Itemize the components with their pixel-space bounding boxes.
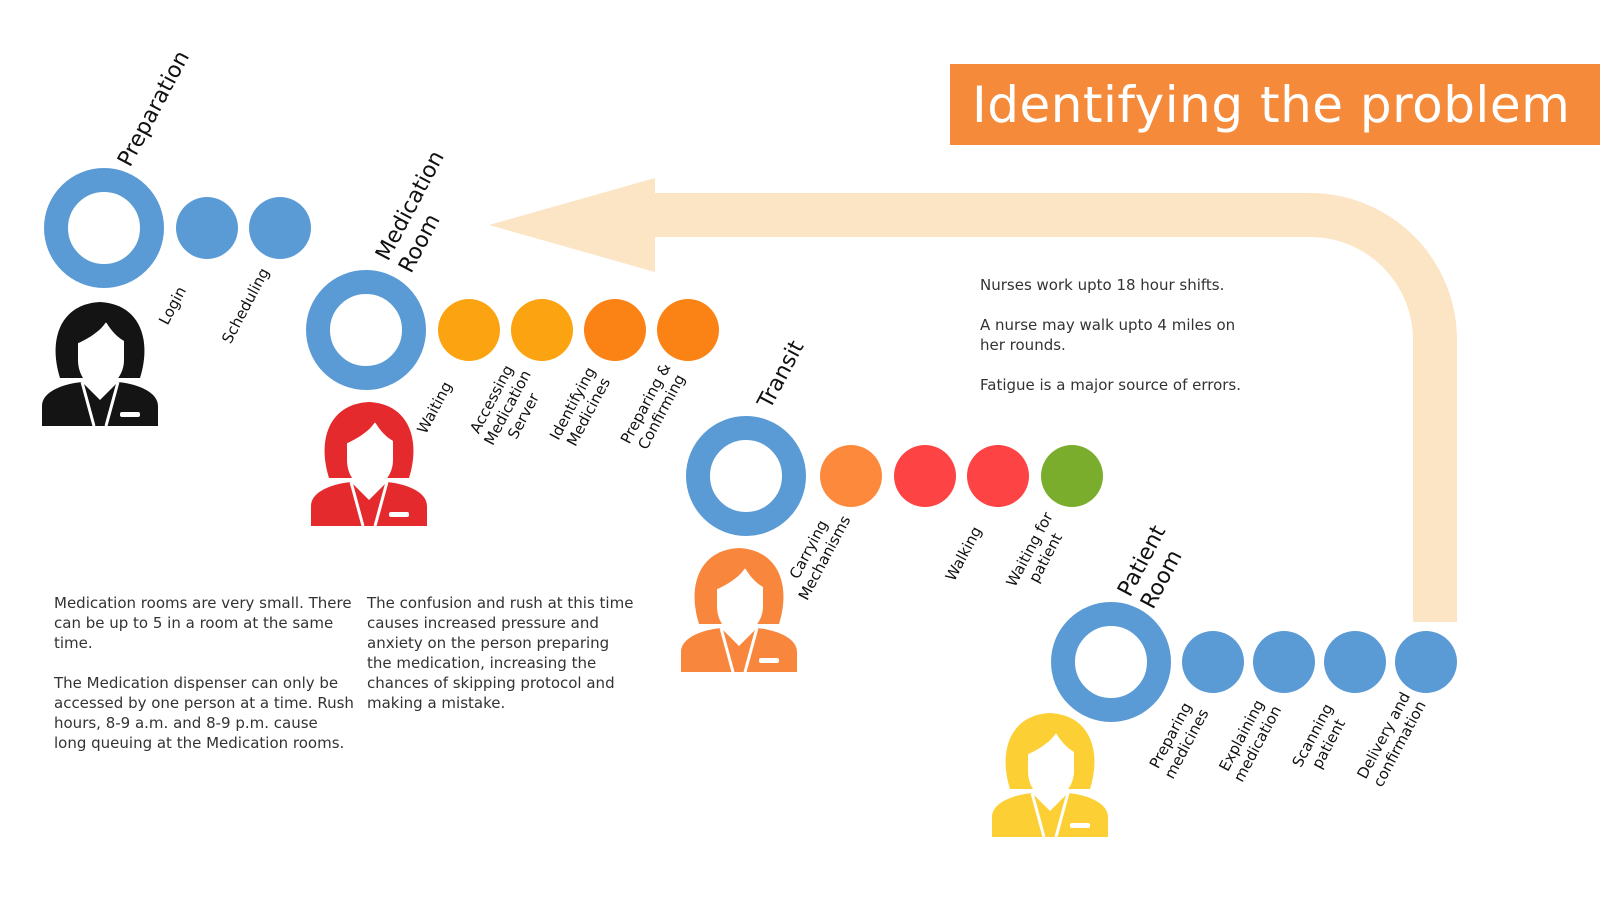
person-fringe — [1026, 726, 1076, 755]
female-user-icon — [681, 548, 797, 673]
step-circle — [820, 445, 882, 507]
step-circle — [1395, 631, 1457, 693]
stage-label: Transit — [753, 336, 810, 413]
stage-label: PatientRoom — [1113, 521, 1194, 613]
step-circle — [176, 197, 238, 259]
step-circle — [249, 197, 311, 259]
stage-label: Preparation — [113, 47, 195, 171]
step-circle — [511, 299, 573, 361]
page-title: Identifying the problem — [950, 64, 1600, 145]
female-user-icon — [311, 402, 427, 527]
note-middle-1: The confusion and rush at this time caus… — [367, 594, 634, 712]
person-lapel — [349, 481, 389, 527]
stage-label-line: Transit — [753, 336, 810, 413]
female-user-icon — [42, 302, 158, 427]
feedback-arrow — [655, 193, 1457, 622]
stage-ring — [686, 416, 806, 536]
note-left: Medication rooms are very small. There c… — [54, 593, 354, 773]
note-left-2: The Medication dispenser can only be acc… — [54, 674, 354, 752]
step-circle — [1324, 631, 1386, 693]
person-body — [311, 482, 427, 526]
note-right-3: Fatigue is a major source of errors. — [980, 376, 1242, 394]
stage-label: MedicationRoom — [371, 147, 473, 277]
step-label: IdentifyingMedicines — [546, 364, 615, 451]
person-lapel — [1030, 792, 1070, 838]
person-badge — [389, 512, 409, 517]
note-left-1: Medication rooms are very small. There c… — [54, 594, 352, 652]
person-body — [992, 793, 1108, 837]
step-label-line: Login — [155, 284, 190, 328]
note-middle: The confusion and rush at this time caus… — [367, 593, 637, 733]
person-body — [42, 382, 158, 426]
step-label: Waiting forpatient — [1003, 508, 1074, 598]
person-badge — [120, 412, 140, 417]
step-label: AccessingMedicationServer — [464, 359, 550, 457]
person-fringe — [715, 561, 765, 590]
step-label: Login — [155, 284, 190, 328]
stage-ring — [44, 168, 164, 288]
stage-ring — [306, 270, 426, 390]
step-circle — [1182, 631, 1244, 693]
step-label: Waiting — [413, 379, 455, 437]
person-lapel — [719, 627, 759, 673]
step-label-line: Walking — [942, 523, 986, 584]
stage-label-line: Preparation — [113, 47, 195, 171]
stage-ring — [1051, 602, 1171, 722]
step-label: Explainingmedication — [1214, 694, 1285, 785]
step-circle — [967, 445, 1029, 507]
person-face — [347, 422, 393, 488]
step-circle — [1253, 631, 1315, 693]
person-face — [1028, 733, 1074, 799]
person-face — [717, 568, 763, 634]
person-badge — [1070, 823, 1090, 828]
person-lapel — [80, 381, 120, 427]
step-circle — [657, 299, 719, 361]
step-circle — [1041, 445, 1103, 507]
step-circle — [438, 299, 500, 361]
person-face — [78, 322, 124, 388]
female-user-icon — [992, 713, 1108, 838]
step-circle — [584, 299, 646, 361]
feedback-arrow-head — [489, 178, 655, 272]
step-label: Preparingmedicines — [1145, 697, 1213, 782]
step-label: Preparing &Confirming — [617, 360, 690, 455]
step-label-line: Scheduling — [218, 265, 273, 347]
person-fringe — [345, 415, 395, 444]
step-label-line: Waiting — [413, 379, 455, 437]
note-right: Nurses work upto 18 hour shifts. A nurse… — [980, 275, 1250, 415]
step-circle — [894, 445, 956, 507]
step-label: Delivery andconfirmation — [1353, 689, 1430, 790]
person-fringe — [76, 315, 126, 344]
person-body — [681, 628, 797, 672]
step-label: Walking — [942, 523, 986, 584]
note-right-1: Nurses work upto 18 hour shifts. — [980, 276, 1225, 294]
person-badge — [759, 658, 779, 663]
note-right-2: A nurse may walk upto 4 miles on her rou… — [980, 316, 1236, 354]
step-label: CarryingMechanisms — [779, 504, 855, 603]
step-label: Scanningpatient — [1288, 701, 1352, 779]
step-label: Scheduling — [218, 265, 273, 347]
